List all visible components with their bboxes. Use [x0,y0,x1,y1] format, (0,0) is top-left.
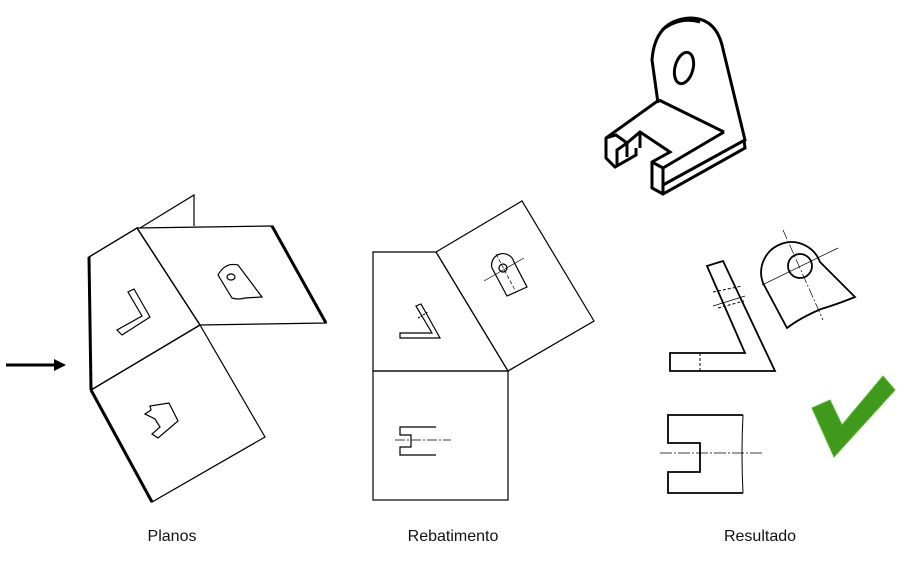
front-view [760,241,857,330]
top-view [667,414,743,494]
rebatimento-figure [372,200,595,501]
caption-planos: Planos [147,528,197,545]
projection-profile [116,288,151,336]
plane-vertical [135,225,328,326]
isometric-part [604,16,747,196]
checkmark-icon [811,375,896,458]
projection-front [217,263,264,300]
caption-resultado: Resultado [723,528,797,545]
plane-horizontal-unfolded [372,370,509,501]
planos-figure [6,193,328,503]
plane-vertical-unfolded [435,200,595,372]
plane-profile-unfolded [372,251,510,372]
top-flap [139,193,195,229]
caption-rebatimento: Rebatimento [407,528,499,545]
plane-horizontal [90,324,266,503]
arrow-right-icon [6,359,66,371]
result-views [660,229,857,494]
plane-profile [88,227,201,392]
profile-view [669,259,777,372]
projection-top [143,402,179,439]
